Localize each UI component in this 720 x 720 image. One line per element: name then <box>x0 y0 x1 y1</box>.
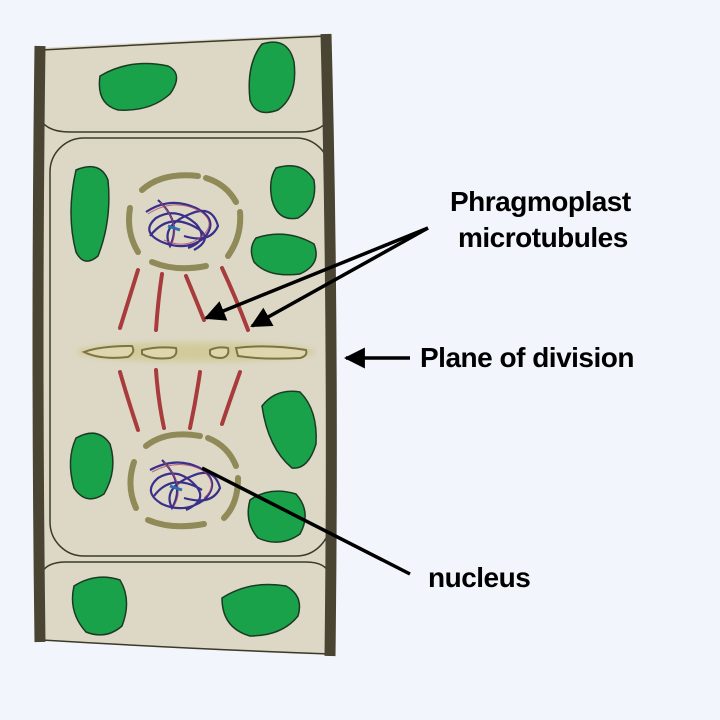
phragmoplast-arrow-2 <box>250 226 429 328</box>
chromatin <box>149 459 222 512</box>
microtubule <box>154 368 166 430</box>
microtubule <box>154 272 164 332</box>
nucleus-pointer-line <box>201 466 411 576</box>
plane-of-division-label: Plane of division <box>420 342 634 373</box>
microtubule <box>118 268 140 330</box>
chloroplasts <box>69 41 317 637</box>
chloroplast <box>250 233 317 276</box>
chloroplast <box>248 41 296 114</box>
cell-plate-segment <box>81 344 135 359</box>
chloroplast <box>98 62 178 111</box>
microtubule <box>118 370 140 432</box>
nuclear-envelope <box>126 172 244 272</box>
phragmoplast-arrow-1 <box>204 226 429 321</box>
chloroplast <box>70 165 110 262</box>
chromatin-accent <box>167 224 181 232</box>
chloroplast <box>269 165 316 220</box>
cell-plate-segment <box>141 346 178 360</box>
label-arrows <box>201 226 429 576</box>
left-cell-wall <box>32 45 46 643</box>
nucleus-label: nucleus <box>428 562 531 593</box>
chloroplast <box>69 432 114 500</box>
chromatin-accent <box>169 484 183 492</box>
microtubules-top <box>118 266 250 332</box>
cell-plate <box>76 342 316 362</box>
chloroplast <box>221 583 301 637</box>
phragmoplast-label-line1: Phragmoplast <box>450 186 631 217</box>
microtubule <box>220 266 250 332</box>
microtubules-bottom <box>118 368 242 432</box>
right-cell-wall <box>320 33 337 657</box>
phragmoplast-label-line2: microtubules <box>458 222 628 253</box>
nucleus-top <box>126 172 244 272</box>
cell-plate-segment <box>209 346 230 360</box>
nuclear-envelope <box>127 431 241 530</box>
chloroplast <box>247 490 306 543</box>
microtubule <box>188 370 202 430</box>
microtubule <box>220 370 242 426</box>
chloroplast <box>71 576 128 636</box>
phragmoplast-label: Phragmoplast microtubules <box>450 184 631 256</box>
microtubule <box>184 274 206 322</box>
chloroplast <box>261 390 317 469</box>
cell-plate-segment <box>234 345 308 360</box>
nucleus-bottom <box>127 431 241 530</box>
